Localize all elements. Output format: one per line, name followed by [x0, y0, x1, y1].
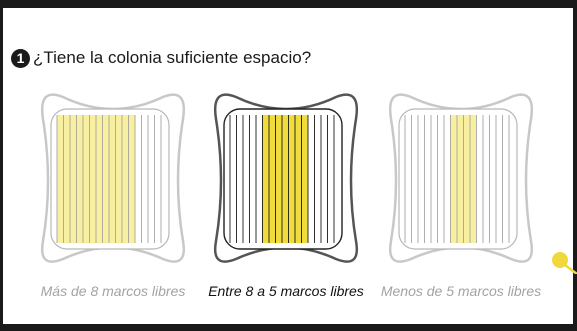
- content-panel: 1 ¿Tiene la colonia suficiente espacio? …: [3, 8, 573, 324]
- option-caption: Menos de 5 marcos libres: [380, 283, 542, 299]
- option-caption: Más de 8 marcos libres: [40, 283, 186, 299]
- option-caption: Entre 8 a 5 marcos libres: [208, 283, 364, 299]
- hive-top-illustration: [213, 93, 359, 263]
- filled-frames: [450, 115, 476, 243]
- hive-top-illustration: [388, 93, 534, 263]
- question-number-badge: 1: [11, 48, 30, 68]
- pointer-marker-icon: [552, 252, 577, 274]
- hive-top-illustration: [40, 93, 186, 263]
- question-text: ¿Tiene la colonia suficiente espacio?: [33, 48, 312, 67]
- filled-frames: [262, 115, 308, 243]
- option-8-to-5[interactable]: Entre 8 a 5 marcos libres: [206, 91, 366, 331]
- option-more-than-8[interactable]: Más de 8 marcos libres: [33, 91, 193, 331]
- question-title: 1 ¿Tiene la colonia suficiente espacio?: [11, 48, 311, 68]
- option-less-than-5[interactable]: Menos de 5 marcos libres: [381, 91, 541, 331]
